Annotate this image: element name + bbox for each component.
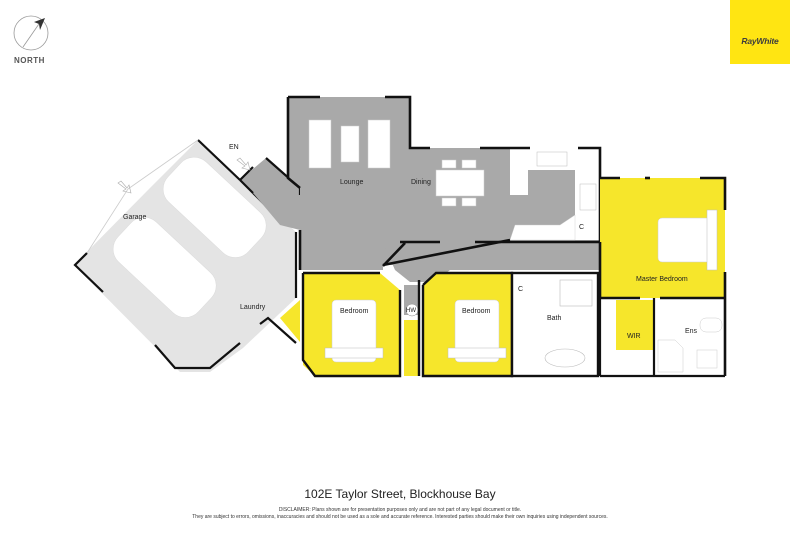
disclaimer-line-1: DISCLAIMER: Plans shown are for presenta… <box>278 507 522 513</box>
living-area <box>286 95 602 282</box>
bedroom-2-area <box>417 271 514 378</box>
room-label-kitchen-cupboard: C <box>579 224 584 231</box>
north-label: NORTH <box>14 56 45 65</box>
room-label-ensuite: Ens <box>685 328 698 335</box>
room-label-master-bedroom: Master Bedroom <box>636 276 688 283</box>
north-arrow-icon <box>12 14 50 52</box>
bath-area <box>510 271 600 378</box>
disclaimer: DISCLAIMER: Plans shown are for presenta… <box>0 507 800 521</box>
master-bedroom-area <box>598 176 727 376</box>
wir-area <box>598 298 725 378</box>
hot-water-area <box>404 285 419 376</box>
brand-name: RayWhite <box>741 36 779 46</box>
room-label-laundry: Laundry <box>240 304 266 311</box>
disclaimer-line-2: They are subject to errors, omissions, i… <box>192 514 608 520</box>
room-label-bedroom-2: Bedroom <box>462 308 491 315</box>
room-label-entry: EN <box>229 144 239 151</box>
bedroom-1-area <box>280 271 402 378</box>
room-label-hot-water: HW <box>406 308 416 314</box>
room-label-garage: Garage <box>123 214 146 221</box>
garage-area <box>73 139 297 372</box>
raywhite-logo: RayWhite <box>730 0 790 64</box>
ensuite-area <box>656 300 723 374</box>
room-label-bedroom-1: Bedroom <box>340 308 369 315</box>
room-label-hall-cupboard: C <box>518 286 523 293</box>
room-label-wir: WIR <box>627 333 641 340</box>
room-label-lounge: Lounge <box>340 179 363 186</box>
room-label-bath: Bath <box>547 315 562 322</box>
property-address: 102E Taylor Street, Blockhouse Bay <box>304 487 496 501</box>
room-label-dining: Dining <box>411 179 431 186</box>
